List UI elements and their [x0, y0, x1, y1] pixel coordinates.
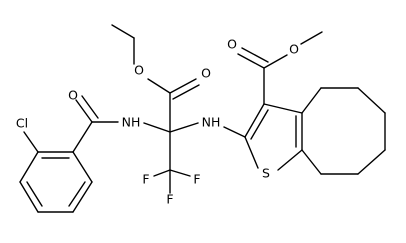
atom-label-o-ester-ether: O — [134, 63, 144, 78]
bond-layer — [19, 24, 386, 213]
atom-label-layer: Cl O NH O O F F F NH O O S — [16, 37, 299, 207]
atom-label-f-right: F — [193, 172, 200, 187]
atom-label-o-ester-carbonyl: O — [201, 66, 211, 81]
atom-label-nh-amine: NH — [202, 115, 221, 130]
atom-label-s: S — [262, 166, 270, 181]
atom-label-cl: Cl — [16, 116, 28, 131]
atom-label-f-center: F — [166, 192, 173, 207]
atom-label-o-methoxy: O — [289, 42, 299, 57]
atom-label-nh-amide: NH — [122, 115, 141, 130]
atom-label-o-amide: O — [68, 88, 78, 103]
atom-label-o-methyl-ester-carbonyl: O — [227, 37, 237, 52]
atom-label-f-left: F — [142, 172, 149, 187]
